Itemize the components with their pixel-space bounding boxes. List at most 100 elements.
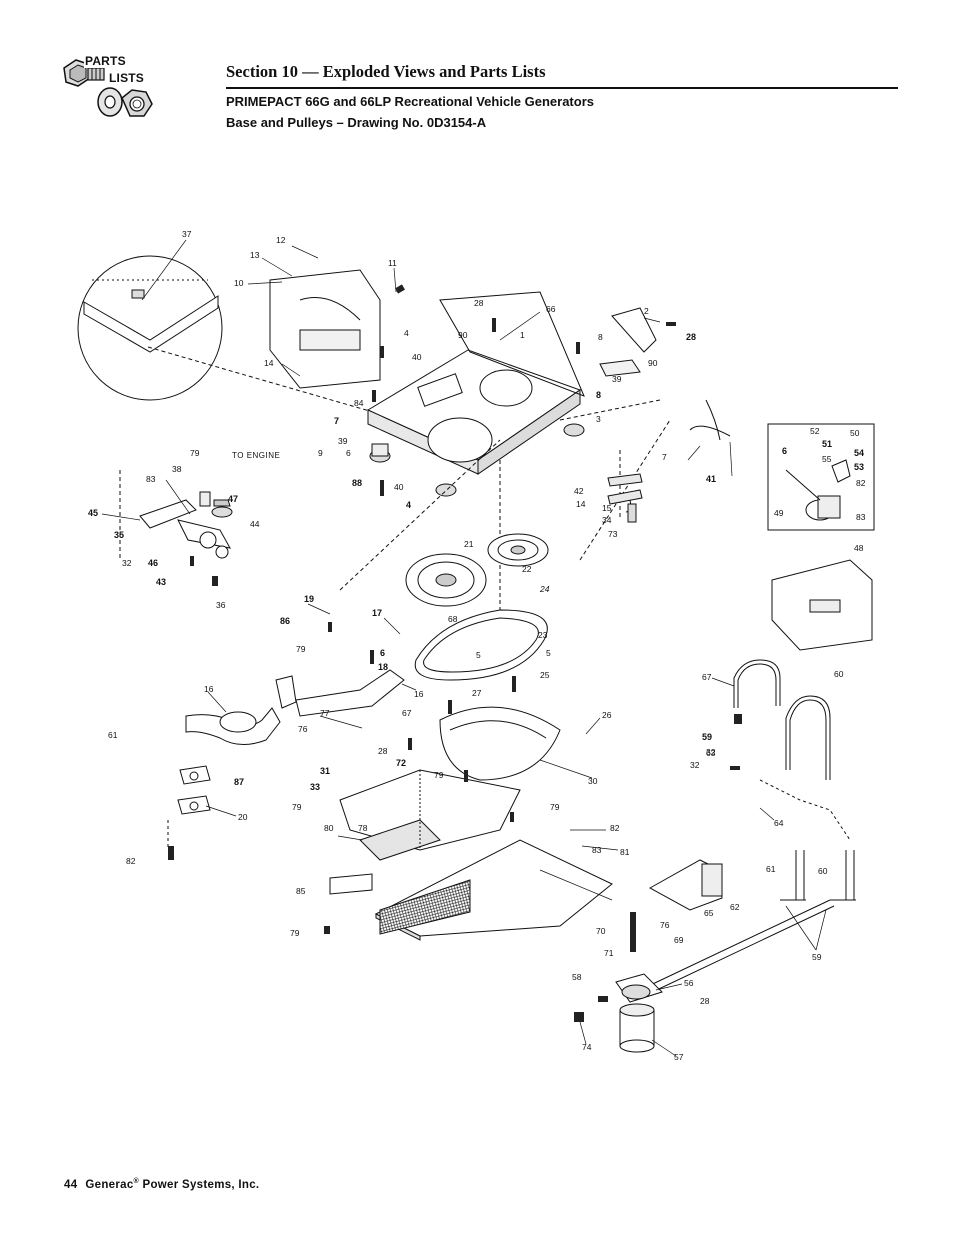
callout-87: 87 [234, 777, 244, 787]
callout-74: 74 [582, 1042, 592, 1052]
callout-80: 80 [324, 823, 334, 833]
callout-81: 81 [620, 847, 630, 857]
callout-1: 1 [520, 330, 525, 340]
callout-83: 83 [856, 512, 866, 522]
callout-79: 79 [190, 448, 200, 458]
callout-7: 7 [334, 416, 339, 426]
callout-8: 8 [596, 390, 601, 400]
callout-62: 62 [730, 902, 740, 912]
callout-61: 61 [766, 864, 776, 874]
callout-33: 33 [310, 782, 320, 792]
callout-16: 16 [414, 689, 424, 699]
callout-90: 90 [458, 330, 468, 340]
callout-17: 17 [372, 608, 382, 618]
callout-49: 49 [774, 508, 784, 518]
callout-6: 6 [782, 446, 787, 456]
callout-86: 86 [280, 616, 290, 626]
callout-48: 48 [854, 543, 864, 553]
callout-41: 41 [706, 474, 716, 484]
callout-11: 11 [388, 258, 397, 268]
callout-36: 36 [216, 600, 226, 610]
callout-5: 5 [546, 648, 551, 658]
callout-79: 79 [550, 802, 560, 812]
callout-55: 55 [822, 454, 832, 464]
company-name: Generac [85, 1178, 134, 1191]
header-rule [226, 87, 898, 89]
callout-85: 85 [296, 886, 306, 896]
callout-39: 39 [612, 374, 622, 384]
company-suffix: Power Systems, Inc. [139, 1178, 260, 1191]
callout-12: 12 [276, 235, 286, 245]
callout-4: 4 [406, 500, 411, 510]
callout-14: 14 [576, 499, 586, 509]
callout-8: 8 [598, 332, 603, 342]
callout-2: 2 [644, 306, 649, 316]
callout-70: 70 [596, 926, 606, 936]
callout-32: 32 [690, 760, 700, 770]
callout-79: 79 [292, 802, 302, 812]
callout-16: 16 [204, 684, 214, 694]
callout-45: 45 [88, 508, 98, 518]
callout-52: 52 [810, 426, 820, 436]
callout-7: 7 [662, 452, 667, 462]
callout-42: 42 [574, 486, 584, 496]
callout-28: 28 [474, 298, 484, 308]
callout-77: 77 [320, 708, 330, 718]
callout-88: 88 [352, 478, 362, 488]
detail-magnifier [77, 255, 223, 401]
registered-mark: ® [133, 1178, 140, 1185]
callout-30: 30 [588, 776, 598, 786]
callout-39: 39 [338, 436, 348, 446]
callout-28: 28 [700, 996, 710, 1006]
callout-58: 58 [572, 972, 582, 982]
callout-90: 90 [648, 358, 658, 368]
callout-54: 54 [854, 448, 864, 458]
callout-61: 61 [108, 730, 118, 740]
callout-25: 25 [540, 670, 550, 680]
callout-82: 82 [610, 823, 620, 833]
callout-79: 79 [290, 928, 300, 938]
callout-56: 56 [684, 978, 694, 988]
callout-50: 50 [850, 428, 860, 438]
callout-72: 72 [396, 758, 406, 768]
callout-47: 47 [228, 494, 238, 504]
callout-40: 40 [394, 482, 404, 492]
callout-83: 83 [592, 845, 602, 855]
page-header: Section 10 — Exploded Views and Parts Li… [226, 62, 898, 131]
callout-9: 9 [318, 448, 323, 458]
logo-word-parts: PARTS [84, 54, 127, 68]
callout-26: 26 [602, 710, 612, 720]
callout-82: 82 [856, 478, 866, 488]
callout-82: 82 [126, 856, 136, 866]
callout-18: 18 [378, 662, 388, 672]
callout-44: 44 [250, 519, 260, 529]
callout-28: 28 [686, 332, 696, 342]
callout-79: 79 [296, 644, 306, 654]
callout-6: 6 [380, 648, 385, 658]
to-engine-annotation: TO ENGINE [232, 451, 280, 460]
section-title: Section 10 — Exploded Views and Parts Li… [226, 62, 546, 81]
callout-46: 46 [148, 558, 158, 568]
callout-57: 57 [674, 1052, 684, 1062]
callout-3: 3 [596, 414, 601, 424]
callout-31: 31 [320, 766, 330, 776]
callout-10: 10 [234, 278, 244, 288]
bolt-nut-washer-icon [63, 59, 153, 117]
callout-32: 32 [122, 558, 132, 568]
callout-43: 43 [156, 577, 166, 587]
callout-21: 21 [464, 539, 474, 549]
callout-59: 59 [702, 732, 712, 742]
callout-37: 37 [182, 229, 192, 239]
callout-63: 63 [706, 748, 716, 758]
callout-20: 20 [238, 812, 248, 822]
callout-59: 59 [812, 952, 822, 962]
callout-35: 35 [114, 530, 124, 540]
callout-23: 23 [538, 630, 548, 640]
callout-64: 64 [774, 818, 784, 828]
callout-14: 14 [264, 358, 274, 368]
callout-67: 67 [702, 672, 712, 682]
callout-15: 15 [602, 503, 612, 513]
callout-28: 28 [378, 746, 388, 756]
